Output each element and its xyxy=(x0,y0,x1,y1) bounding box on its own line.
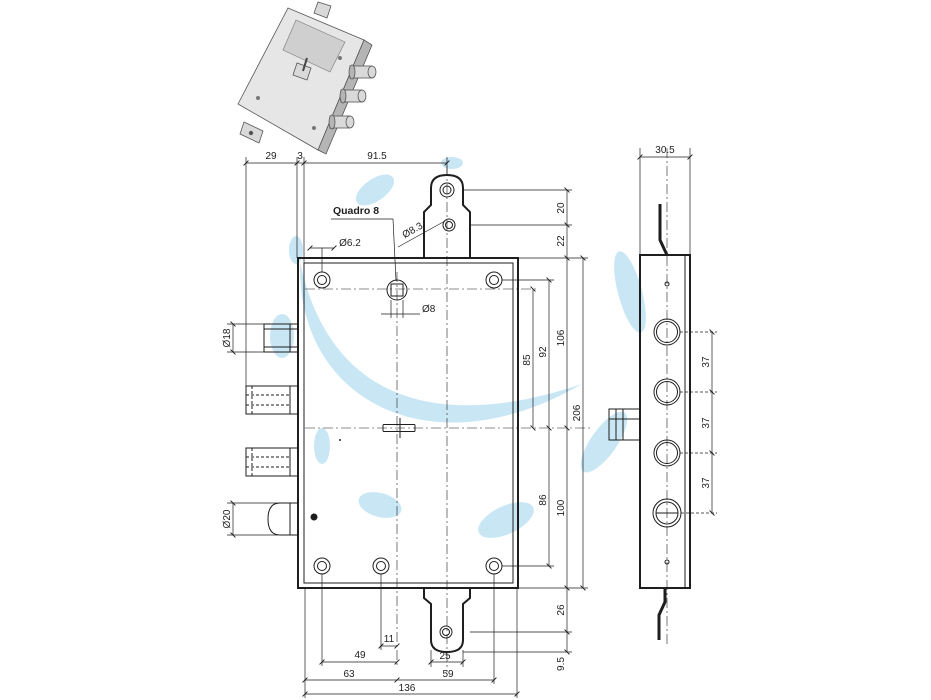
screw-hole xyxy=(313,557,331,575)
screw-hole xyxy=(313,271,331,289)
screw-hole xyxy=(485,557,503,575)
watermark-blob xyxy=(614,251,646,333)
photo-bolt xyxy=(339,88,367,104)
dim-label-bottom: 136 xyxy=(399,683,416,694)
cylinder-slot xyxy=(382,424,416,432)
callout-latch-diameter: Ø20 xyxy=(222,509,233,528)
side-case xyxy=(639,254,691,589)
dim-label-bottom: 11 xyxy=(384,634,395,645)
side-view xyxy=(608,148,717,646)
dim-label-right: 100 xyxy=(556,499,567,516)
photo-bolt xyxy=(328,114,355,130)
dim-label-right: 20 xyxy=(556,202,567,214)
deadbolt-top xyxy=(263,323,299,353)
callout-spindle-diameter: Ø8 xyxy=(422,304,436,315)
dim-label-bolt-pitch: 37 xyxy=(701,477,712,489)
dim-label-right: 9.5 xyxy=(556,657,567,671)
photo-screw xyxy=(338,56,342,60)
tab-hole xyxy=(439,625,453,639)
dim-label-bottom: 49 xyxy=(354,650,366,661)
dim-label-top: 91.5 xyxy=(367,151,387,162)
dim-label-right: 26 xyxy=(556,604,567,616)
top-rod xyxy=(658,204,669,256)
dim-label-bolt-pitch: 37 xyxy=(701,417,712,429)
dim-label-right: 86 xyxy=(538,494,549,506)
deadbolt-middle xyxy=(245,385,299,415)
small-hole xyxy=(664,559,670,565)
front-view-labels: 29 3 91.5 Quadro 8 Ø8.3 Ø6.2 Ø8 Ø18 Ø20 … xyxy=(222,151,583,694)
bottom-rod xyxy=(657,588,667,640)
dim-label-bottom: 63 xyxy=(343,669,355,680)
bottom-tab xyxy=(423,588,471,654)
dim-label-top: 3 xyxy=(297,151,303,162)
tab-hole-inner xyxy=(445,221,453,229)
dim-label-right: 206 xyxy=(572,404,583,421)
tab-hole xyxy=(439,182,455,198)
tab-hole xyxy=(442,218,456,232)
lock-3d-view xyxy=(237,1,377,155)
watermark-blob xyxy=(358,492,402,518)
screw-hole xyxy=(485,271,503,289)
photo-key xyxy=(302,57,308,72)
tab-hole-inner xyxy=(442,185,452,195)
side-latch xyxy=(608,408,641,441)
lock-case-inner xyxy=(303,262,514,584)
watermark-blob xyxy=(289,236,303,264)
dim-label-top: 29 xyxy=(265,151,277,162)
photo-bolt xyxy=(348,64,377,80)
leader-line xyxy=(397,220,446,248)
callout-quadro: Quadro 8 xyxy=(333,205,379,217)
tab-hole-inner xyxy=(442,628,450,636)
watermark-blob xyxy=(441,157,463,169)
screw-hole xyxy=(372,557,390,575)
dim-label-bottom: 25 xyxy=(439,651,451,662)
photo-screw xyxy=(256,96,260,100)
photo-cover-plate xyxy=(282,19,346,73)
callout-tab-hole-diameter: Ø8.3 xyxy=(401,220,426,241)
spindle-hub xyxy=(386,279,408,301)
watermark-crescent xyxy=(299,262,582,423)
spindle-square xyxy=(390,283,404,297)
dim-label-bottom: 59 xyxy=(442,669,454,680)
photo-tab-hole xyxy=(248,130,254,136)
dim-label-right: 22 xyxy=(556,235,567,247)
photo-cylinder-housing xyxy=(292,62,312,81)
photo-screw xyxy=(312,126,316,130)
front-view xyxy=(227,157,590,698)
dim-label-right: 106 xyxy=(556,329,567,346)
dim-label-bolt-pitch: 37 xyxy=(701,356,712,368)
photo-top-tab xyxy=(313,1,332,19)
callout-deadbolt-diameter: Ø18 xyxy=(222,328,233,347)
latch-bolt xyxy=(267,502,298,536)
pin-hole xyxy=(310,513,318,521)
watermark-blob xyxy=(314,428,330,464)
leader-line xyxy=(392,218,397,282)
watermark-blob xyxy=(355,174,395,206)
callout-screw-hole-diameter: Ø6.2 xyxy=(339,238,361,249)
deadbolt-lower xyxy=(245,447,299,477)
dim-label-right: 85 xyxy=(522,354,533,366)
side-view-labels: 30.5 37 37 37 xyxy=(655,145,712,489)
dim-label-thickness: 30.5 xyxy=(655,145,675,156)
dim-label-right: 92 xyxy=(538,346,549,358)
small-hole xyxy=(664,281,670,287)
pin-dot xyxy=(339,439,341,441)
watermark-blob xyxy=(478,502,534,538)
lock-case xyxy=(297,257,519,589)
watermark xyxy=(270,157,646,538)
